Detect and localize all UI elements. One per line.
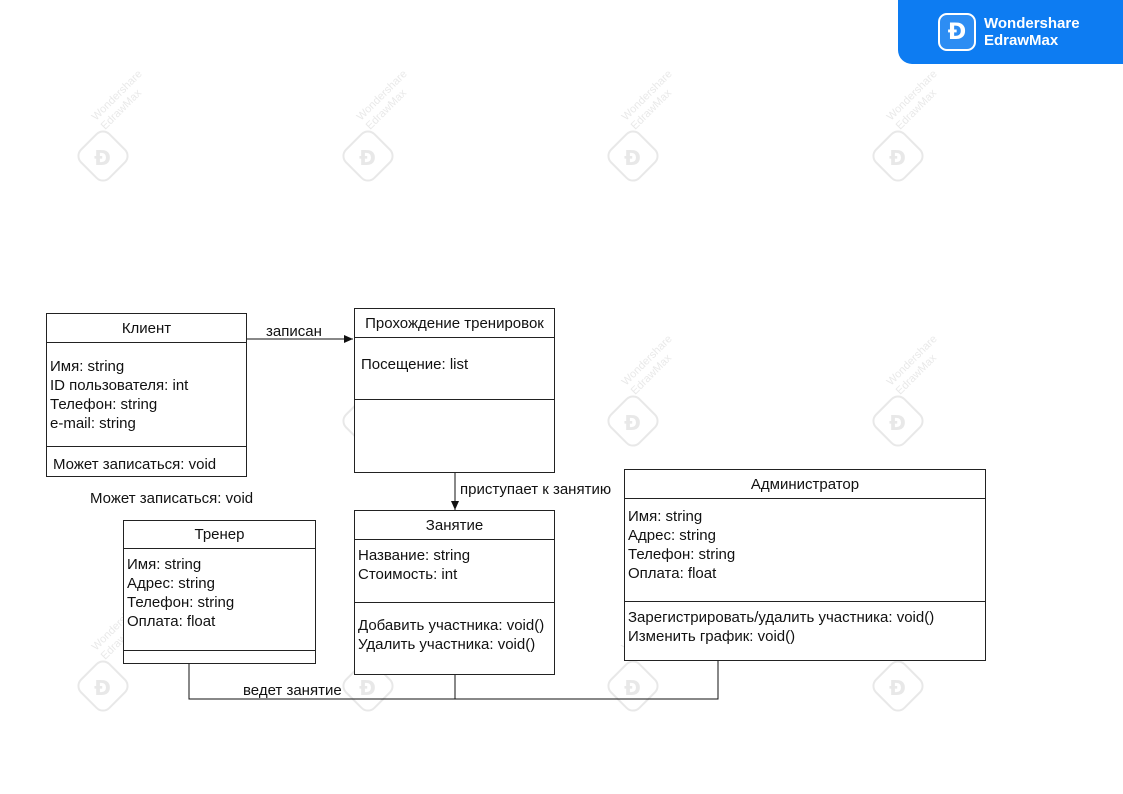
- attribute: Адрес: string: [628, 527, 716, 544]
- method: Изменить график: void(): [628, 628, 796, 645]
- class-admin[interactable]: Администратор Имя: string Адрес: string …: [624, 469, 986, 661]
- brand-name: Wondershare EdrawMax: [984, 15, 1080, 49]
- methods-section: [355, 399, 554, 404]
- attributes-section: Имя: string Адрес: string Телефон: strin…: [625, 499, 985, 601]
- method: Удалить участника: void(): [358, 636, 536, 653]
- attribute: Имя: string: [628, 508, 703, 525]
- free-note: Может записаться: void: [90, 490, 254, 507]
- attribute: e-mail: string: [50, 415, 136, 432]
- attribute: Оплата: float: [628, 565, 717, 582]
- attribute: Телефон: string: [628, 546, 736, 563]
- attributes-section: Посещение: list: [355, 338, 554, 399]
- method: Зарегистрировать/удалить участника: void…: [628, 609, 935, 626]
- attribute: Стоимость: int: [358, 566, 458, 583]
- attribute: Оплата: float: [127, 613, 216, 630]
- methods-section: Может записаться: void: [47, 446, 246, 474]
- methods-section: Зарегистрировать/удалить участника: void…: [625, 601, 985, 646]
- attribute: Адрес: string: [127, 575, 215, 592]
- class-trainer[interactable]: Тренер Имя: string Адрес: string Телефон…: [123, 520, 316, 664]
- edrawmax-logo-icon: Ð: [938, 13, 976, 51]
- label-pristupaet: приступает к занятию: [460, 481, 612, 498]
- class-name: Клиент: [47, 314, 246, 343]
- method: Добавить участника: void(): [358, 617, 545, 634]
- attributes-section: Имя: string ID пользователя: int Телефон…: [47, 343, 246, 446]
- class-name: Тренер: [124, 521, 315, 549]
- class-training[interactable]: Прохождение тренировок Посещение: list: [354, 308, 555, 473]
- class-client[interactable]: Клиент Имя: string ID пользователя: int …: [46, 313, 247, 477]
- association-lead-lesson: [188, 661, 719, 700]
- attribute: Телефон: string: [127, 594, 235, 611]
- attribute: Имя: string: [50, 358, 125, 375]
- class-name: Занятие: [355, 511, 554, 540]
- attributes-section: Название: string Стоимость: int: [355, 540, 554, 602]
- attribute: Посещение: list: [361, 356, 469, 373]
- brand-line-1: Wondershare: [984, 15, 1080, 32]
- brand-line-2: EdrawMax: [984, 32, 1059, 49]
- attribute: Телефон: string: [50, 396, 158, 413]
- class-lesson[interactable]: Занятие Название: string Стоимость: int …: [354, 510, 555, 675]
- attribute: ID пользователя: int: [50, 377, 189, 394]
- methods-section: Добавить участника: void() Удалить участ…: [355, 602, 554, 654]
- label-vedet: ведет занятие: [243, 682, 342, 699]
- attribute: Название: string: [358, 547, 471, 564]
- attributes-section: Имя: string Адрес: string Телефон: strin…: [124, 549, 315, 650]
- brand-badge: Ð Wondershare EdrawMax: [898, 0, 1123, 64]
- methods-section: [124, 650, 315, 655]
- class-name: Администратор: [625, 470, 985, 499]
- label-zapisan: записан: [266, 323, 322, 340]
- class-name: Прохождение тренировок: [355, 309, 554, 338]
- attribute: Имя: string: [127, 556, 202, 573]
- method: Может записаться: void: [53, 456, 217, 473]
